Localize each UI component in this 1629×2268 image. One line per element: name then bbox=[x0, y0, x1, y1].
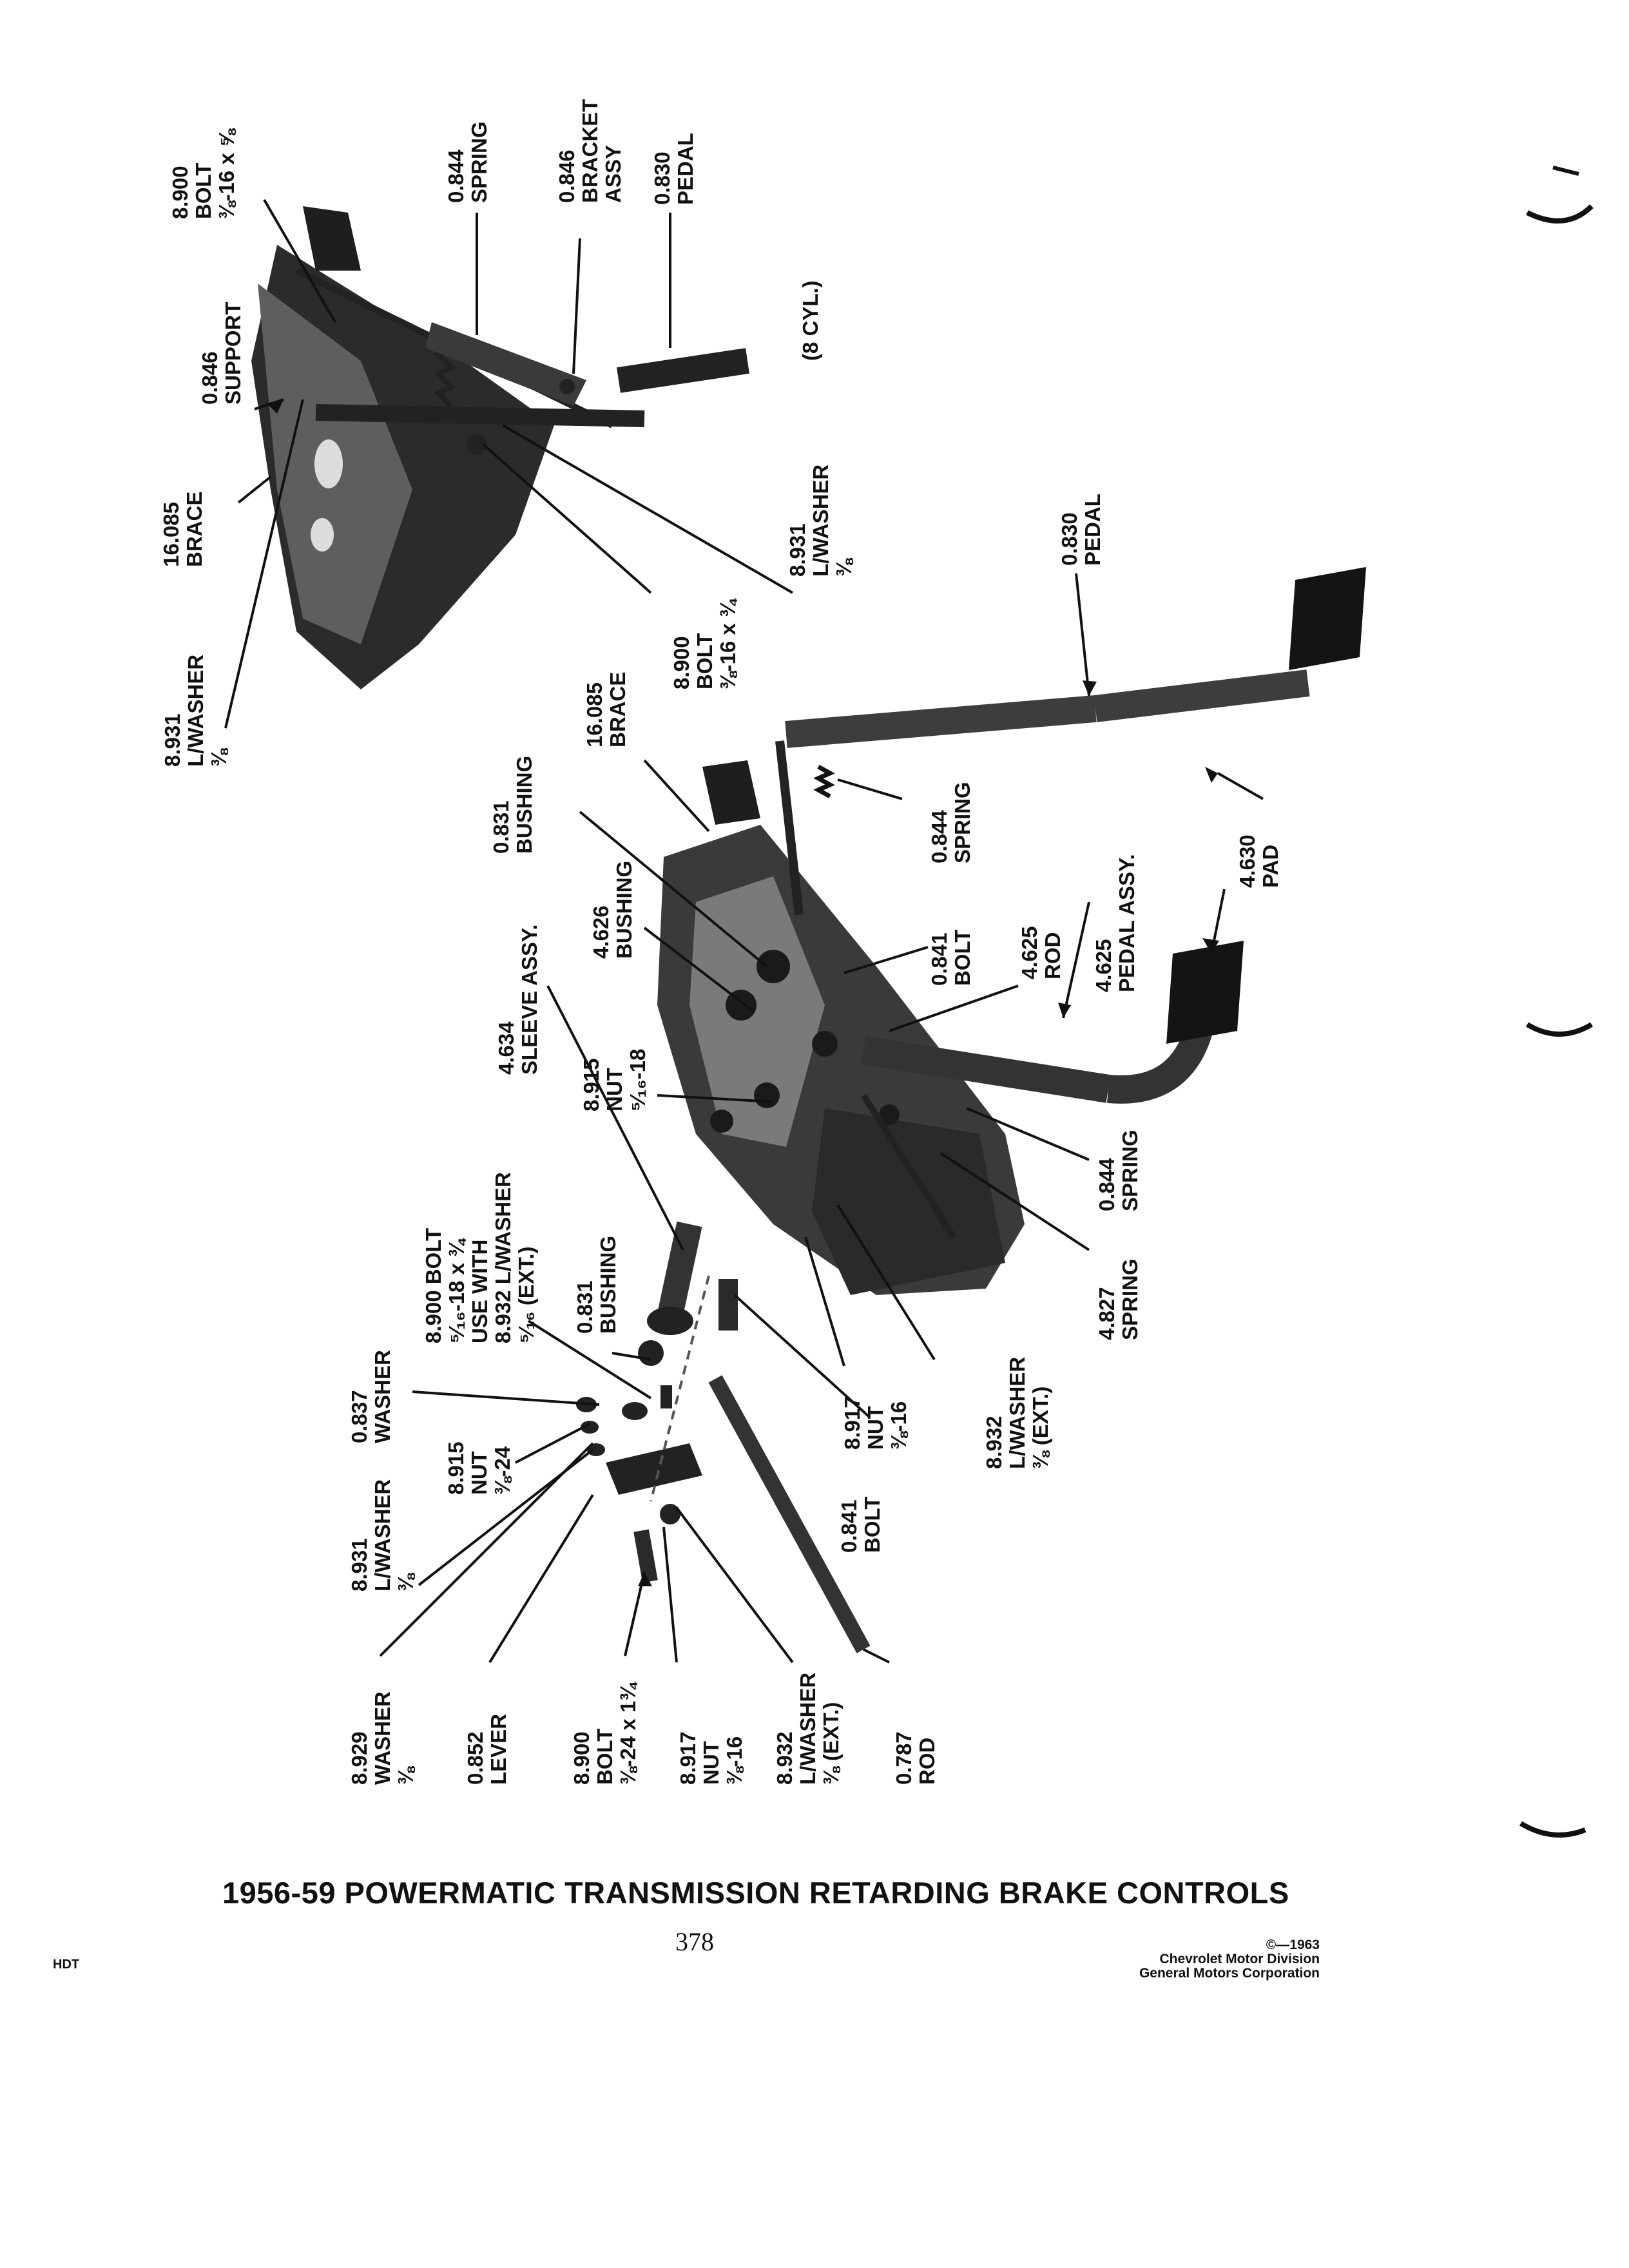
nut-8917 bbox=[660, 1504, 680, 1524]
binding-mark-4 bbox=[1552, 166, 1579, 176]
upper-pedal-arm bbox=[785, 695, 1097, 748]
main-mount-tab bbox=[702, 760, 760, 825]
page-number: 378 bbox=[675, 1927, 714, 1956]
top-lever bbox=[315, 404, 645, 427]
copyright-division: Chevrolet Motor Division bbox=[1159, 1952, 1320, 1966]
binding-mark-1 bbox=[1526, 204, 1594, 224]
lower-pedal-pad bbox=[1166, 941, 1244, 1044]
lower-pedal-arm bbox=[861, 1036, 1111, 1103]
copyright-year: ©—1963 bbox=[1266, 1937, 1320, 1952]
sleeve-flange bbox=[647, 1307, 693, 1335]
exploded-parts bbox=[576, 1221, 871, 1653]
upper-pedal-arm-2 bbox=[1094, 669, 1310, 722]
top-bolt-head-1 bbox=[467, 434, 487, 455]
section-code: HDT bbox=[53, 1957, 80, 1972]
main-lower-box bbox=[812, 1108, 1005, 1295]
lever-0852 bbox=[606, 1443, 702, 1495]
leader-lines bbox=[224, 198, 1264, 1664]
main-brake-assembly bbox=[657, 567, 1366, 1295]
bolt-8900-small bbox=[660, 1385, 672, 1408]
copyright-corporation: General Motors Corporation bbox=[1139, 1966, 1320, 1981]
upper-pedal-pad bbox=[1289, 567, 1366, 670]
bolt-8900-long bbox=[633, 1529, 658, 1583]
pivot-dashed-line bbox=[650, 1275, 710, 1502]
top-slot-2 bbox=[311, 518, 334, 552]
top-slot-1 bbox=[314, 439, 343, 488]
lower-pedal-bend bbox=[1107, 1026, 1213, 1104]
top-spring-body bbox=[425, 322, 586, 406]
top-mount-tab bbox=[303, 206, 361, 271]
spring-rod bbox=[860, 1093, 957, 1239]
upper-pivot-rod bbox=[775, 740, 804, 916]
binding-mark-3 bbox=[1519, 1821, 1586, 1838]
binding-mark-2 bbox=[1525, 1022, 1594, 1037]
mid-spring bbox=[813, 764, 835, 799]
lwasher-8931 bbox=[581, 1421, 599, 1434]
top-pedal-arm bbox=[617, 348, 749, 393]
bushing-0831 bbox=[638, 1340, 664, 1366]
label-top-note: (8 CYL.) bbox=[798, 280, 822, 361]
main-side-plate bbox=[689, 876, 825, 1147]
sleeve-tube bbox=[657, 1221, 702, 1318]
rod-0787 bbox=[708, 1375, 871, 1653]
page-title: 1956-59 POWERMATIC TRANSMISSION RETARDIN… bbox=[222, 1876, 1289, 1910]
washer-8929 bbox=[587, 1443, 605, 1456]
top-brake-assembly bbox=[251, 206, 749, 689]
top-bolt-head-2 bbox=[559, 379, 575, 394]
arrowheads bbox=[267, 399, 1219, 1586]
copyright-block: ©—1963 Chevrolet Motor Division General … bbox=[1139, 1938, 1320, 1981]
washer-0837 bbox=[622, 1402, 648, 1420]
bolt-0841 bbox=[718, 1279, 738, 1331]
